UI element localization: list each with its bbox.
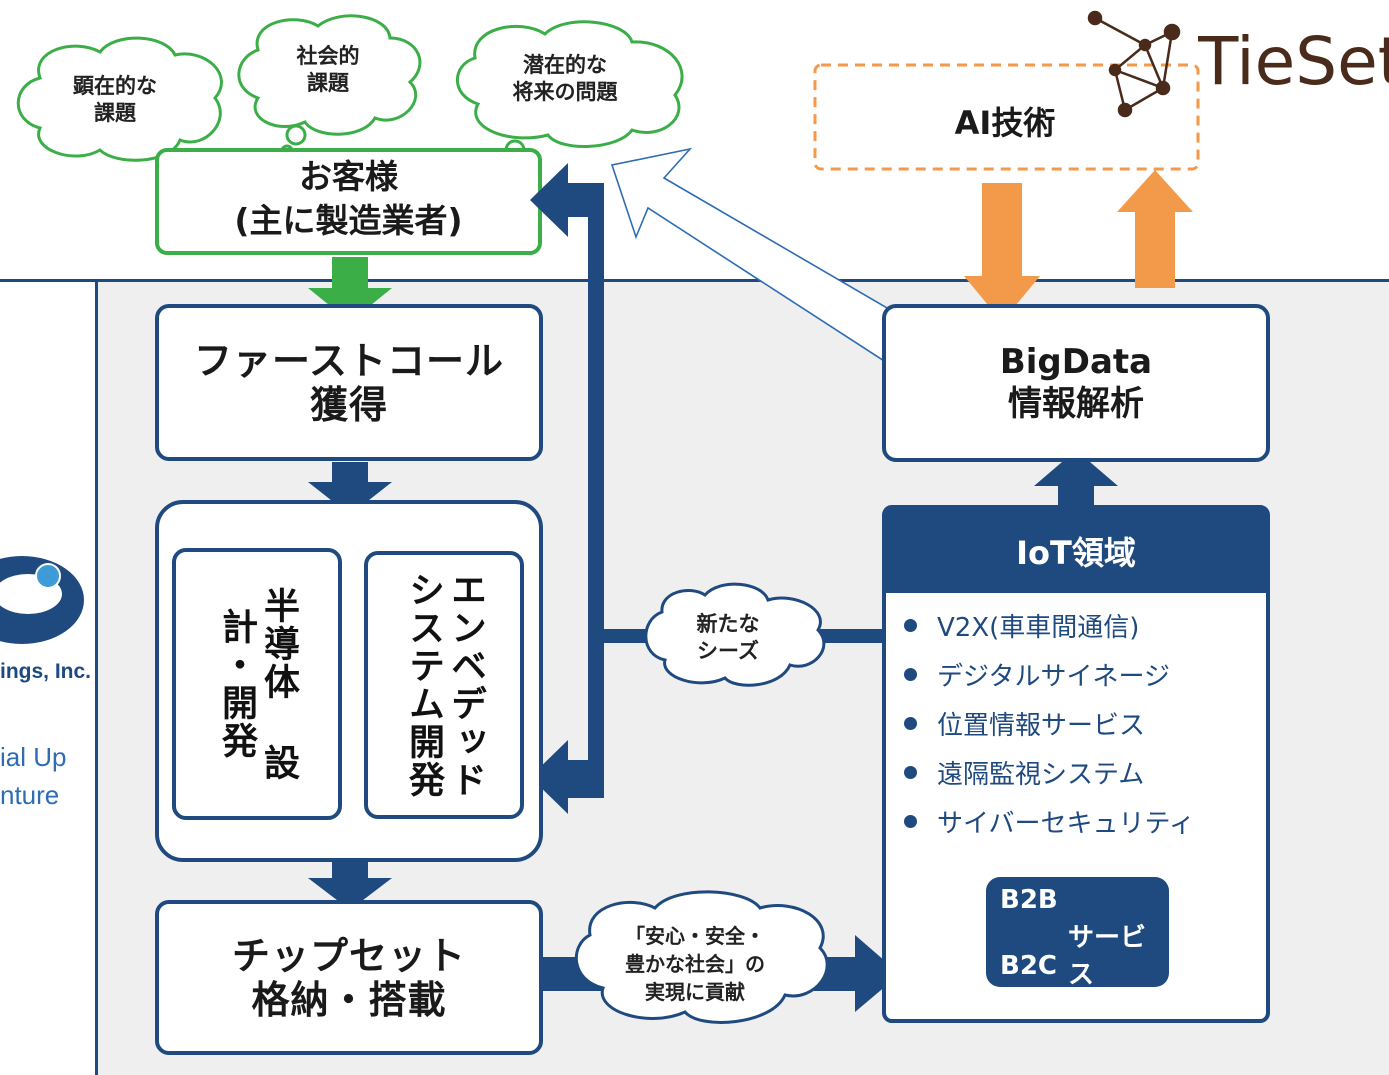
chipset-subtitle: 格納・搭載 [251,977,447,1022]
seeds-connector-left [604,629,654,643]
first-call-box: ファーストコール 獲得 [155,304,543,461]
concern-1-line2: 課題 [94,101,136,125]
arrow-to-iot [855,935,900,1012]
first-call-subtitle: 獲得 [309,382,388,427]
seeds-line1: 新たな [696,612,760,636]
bullet-icon [904,619,917,632]
left-brand-tagline: ial Up nture [0,738,66,814]
concern-cloud-1 [16,36,223,162]
seeds-line2: シーズ [697,639,759,663]
tieset-logo-text: TieSet [1198,23,1389,100]
concern-1-line1: 顕在的な [73,74,157,98]
left-brand-line2: nture [0,780,60,810]
left-divider-line [95,282,98,1075]
iot-box: IoT領域 V2X(車車間通信) デジタルサイネージ 位置情報サービス 遠隔監視… [882,505,1270,1023]
embedded-system-label: エンベデッド システム開発 [403,571,486,799]
concern-bubble-2a [285,124,307,146]
bigdata-subtitle: 情報解析 [1008,384,1144,424]
seeds-connector-right [820,629,885,643]
iot-item-label: V2X(車車間通信) [937,613,1140,643]
first-call-title: ファーストコール [193,338,505,383]
concern-3-line1: 潜在的な [523,53,607,77]
seeds-cloud-text: 新たな シーズ [668,611,788,665]
iot-item-label: デジタルサイネージ [937,662,1170,692]
left-brand-company: ings, Inc. [0,660,92,683]
arrow-to-design [530,740,604,814]
iot-item-signage: デジタルサイネージ [904,650,1266,699]
concern-cloud-3 [455,20,684,148]
concern-3-line2: 将来の問題 [512,80,618,104]
orange-up-arrow [1117,170,1193,288]
iot-header: IoT領域 [886,509,1266,593]
seeds-cloud [644,582,826,687]
iot-item-cybersecurity: サイバーセキュリティ [904,797,1266,846]
semiconductor-design-label: 半導体 設計・開発 [216,586,299,782]
iot-item-label: 遠隔監視システム [937,760,1145,790]
iot-item-label: サイバーセキュリティ [937,809,1195,839]
arrow-to-customer [530,163,604,237]
left-brand-logo [0,556,84,644]
down-arrow-2 [308,861,392,910]
embedded-system-box: エンベデッド システム開発 [364,551,524,819]
b2b-label: B2B [1000,885,1058,915]
iot-list: V2X(車車間通信) デジタルサイネージ 位置情報サービス 遠隔監視システム サ… [886,593,1266,846]
concern-visible: 顕在的な 課題 [55,73,175,127]
bullet-icon [904,668,917,681]
bullet-icon [904,717,917,730]
orange-down-arrow [964,183,1040,322]
concern-social: 社会的 課題 [268,43,388,97]
feedback-bar [588,183,604,798]
iot-item-location: 位置情報サービス [904,699,1266,748]
outline-feedback-arrow [610,147,920,370]
customer-title: お客様 [299,157,398,196]
tieset-network-icon [1087,10,1181,118]
green-down-arrow [308,257,392,322]
society-cloud [574,890,829,1024]
bullet-icon [904,766,917,779]
society-line2: 豊かな社会」の [625,952,765,976]
chipset-box: チップセット 格納・搭載 [155,900,543,1055]
iot-item-label: 位置情報サービス [937,711,1146,741]
chipset-title: チップセット [231,933,466,978]
bigdata-title: BigData [999,342,1153,382]
iot-item-v2x: V2X(車車間通信) [904,601,1266,650]
b2b-b2c-service-badge: B2B サービス B2C [986,877,1169,990]
b2c-label: B2C [1000,951,1057,981]
concern-2-line1: 社会的 [296,44,360,68]
semiconductor-design-box: 半導体 設計・開発 [172,548,342,820]
society-line1: 「安心・安全・ [625,924,765,948]
top-divider-line [0,279,1389,282]
concern-2-line2: 課題 [307,71,349,95]
down-arrow-1 [308,462,392,515]
concern-cloud-2 [237,14,422,136]
concern-latent: 潜在的な 将来の問題 [490,52,640,106]
iot-item-remote-monitoring: 遠隔監視システム [904,748,1266,797]
ai-box-frame [813,63,1200,171]
customer-subtitle: (主に製造業者) [234,201,463,240]
up-arrow-to-bigdata [1034,450,1118,505]
bigdata-box: BigData 情報解析 [882,304,1270,462]
ai-technology-label: AI技術 [954,104,1056,142]
left-brand-line1: ial Up [0,742,67,772]
society-cloud-text: 「安心・安全・ 豊かな社会」の 実現に貢献 [595,922,795,1006]
society-line3: 実現に貢献 [645,980,745,1004]
customer-box: お客様 (主に製造業者) [157,155,540,243]
service-label: サービス [1068,923,1147,990]
bullet-icon [904,815,917,828]
